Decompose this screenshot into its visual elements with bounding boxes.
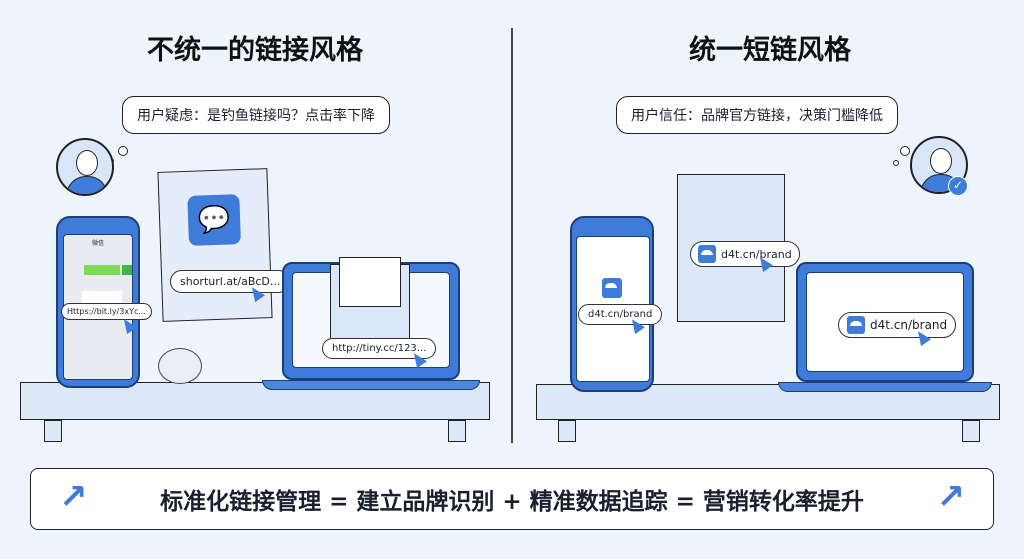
paper-link[interactable]: shorturl.at/aBcD... (170, 270, 291, 293)
paper-link-text: shorturl.at/aBcD... (180, 275, 281, 288)
brand-logo-icon (847, 316, 865, 334)
thought-dot (893, 160, 899, 166)
divider (511, 28, 513, 443)
poster-link-text: d4t.cn/brand (721, 247, 792, 261)
phone-link-text: d4t.cn/brand (588, 309, 653, 320)
wechat-icon: 💬 (187, 194, 241, 246)
letter (339, 257, 401, 307)
left-phone: 微信 (56, 216, 140, 388)
envelope-icon (330, 257, 410, 342)
trend-up-arrow-icon: ↗ (59, 477, 88, 517)
right-thought-bubble: 用户信任：品牌官方链接，决策门槛降低 (616, 96, 898, 134)
shelf-leg (44, 420, 62, 442)
laptop-base (778, 382, 992, 392)
left-title: 不统一的链接风格 (147, 35, 363, 66)
shelf-leg (558, 420, 576, 442)
check-badge-icon: ✓ (948, 176, 968, 196)
phone-link[interactable]: d4t.cn/brand (578, 304, 663, 325)
chat-bubble-white (82, 291, 122, 305)
chat-bubble-green (84, 265, 120, 275)
laptop-link-text: d4t.cn/brand (870, 318, 948, 332)
brand-logo-icon (602, 278, 622, 298)
trend-up-arrow-icon: ↗ (936, 477, 966, 517)
laptop-base (262, 380, 480, 390)
brand-logo-icon (698, 245, 716, 263)
worried-user-avatar (56, 138, 114, 196)
trusting-user-avatar (910, 136, 968, 194)
left-thought-bubble: 用户疑虑：是钓鱼链接吗？点击率下降 (122, 96, 390, 134)
phone-link-text: Https://bit.ly/3xYc... (67, 307, 146, 316)
crumpled-paper (158, 348, 202, 384)
laptop-link-text: http://tiny.cc/123... (332, 343, 427, 354)
summary-banner: ↗ 标准化链接管理 = 建立品牌识别 + 精准数据追踪 = 营销转化率提升 ↗ (30, 468, 994, 530)
shelf-leg (962, 420, 980, 442)
laptop-link[interactable]: http://tiny.cc/123... (322, 338, 437, 359)
phone-link[interactable]: Https://bit.ly/3xYc... (61, 303, 152, 320)
thought-dot (900, 146, 910, 156)
poster-link[interactable]: d4t.cn/brand (690, 241, 800, 267)
shelf-leg (448, 420, 466, 442)
laptop-link[interactable]: d4t.cn/brand (838, 312, 957, 338)
chat-header: 微信 (91, 240, 104, 247)
summary-text: 标准化链接管理 = 建立品牌识别 + 精准数据追踪 = 营销转化率提升 (160, 489, 864, 515)
thought-dot (118, 146, 128, 156)
right-title: 统一短链风格 (689, 35, 851, 66)
wechat-icon (122, 265, 132, 275)
